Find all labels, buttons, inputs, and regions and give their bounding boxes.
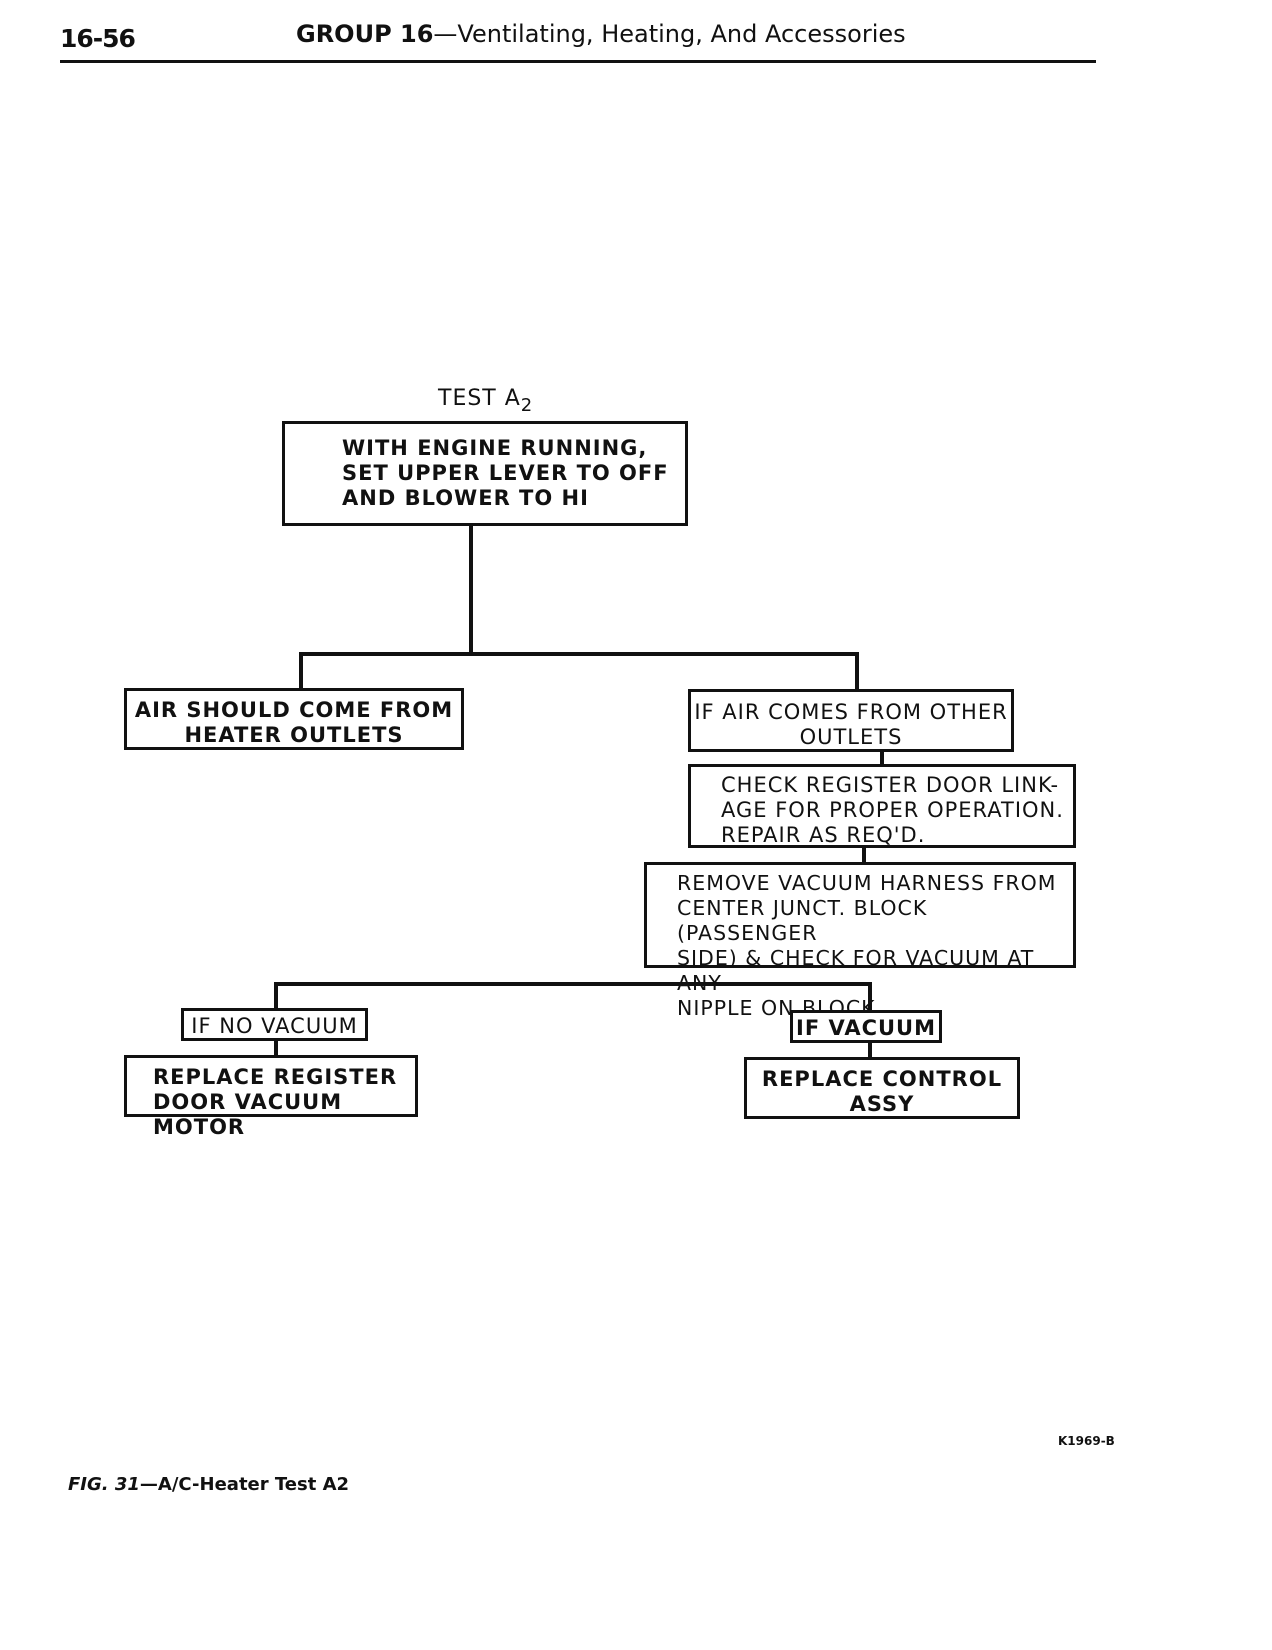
test-label-text: TEST A [438, 386, 521, 411]
connector-start-down [469, 525, 473, 655]
result-heater-outlets-box: AIR SHOULD COME FROM HEATER OUTLETS [124, 688, 464, 750]
connector-to-right-branch [855, 652, 859, 690]
figure-caption: FIG. 31—A/C-Heater Test A2 [68, 1474, 349, 1495]
step-start-box: WITH ENGINE RUNNING, SET UPPER LEVER TO … [282, 421, 688, 526]
action-replace-motor-box: REPLACE REGISTER DOOR VACUUM MOTOR [124, 1055, 418, 1139]
page-header-title: GROUP 16—Ventilating, Heating, And Acces… [296, 20, 906, 48]
header-rule [60, 60, 1096, 63]
test-label: TEST A2 [438, 386, 533, 416]
connector-right-to-check [880, 750, 884, 766]
connector-check-to-remove [862, 845, 866, 863]
action-replace-control-box: REPLACE CONTROL ASSY [744, 1057, 1020, 1119]
connector-no-vacuum-to-motor [274, 1038, 278, 1056]
result-vacuum-box: IF VACUUM [790, 1010, 942, 1043]
step-remove-harness-box: REMOVE VACUUM HARNESS FROM CENTER JUNCT.… [644, 862, 1076, 1020]
connector-to-no-vacuum [274, 982, 278, 1010]
connector-to-vacuum [868, 982, 872, 1010]
result-no-vacuum-box: IF NO VACUUM [181, 1008, 368, 1041]
connector-split-horizontal [299, 652, 859, 656]
figure-number: FIG. 31 [68, 1474, 140, 1495]
figure-id: K1969-B [1058, 1434, 1115, 1448]
group-title: —Ventilating, Heating, And Accessories [433, 20, 906, 48]
figure-caption-text: —A/C-Heater Test A2 [139, 1474, 350, 1495]
result-other-outlets-box: IF AIR COMES FROM OTHER OUTLETS [688, 689, 1014, 752]
group-label: GROUP 16 [296, 20, 434, 48]
connector-vacuum-split [274, 982, 872, 986]
connector-vacuum-to-control [868, 1038, 872, 1058]
page-number: 16-56 [60, 24, 136, 53]
connector-to-left-branch [299, 652, 303, 690]
step-check-linkage-box: CHECK REGISTER DOOR LINK- AGE FOR PROPER… [688, 764, 1076, 848]
test-label-subscript: 2 [520, 395, 534, 416]
